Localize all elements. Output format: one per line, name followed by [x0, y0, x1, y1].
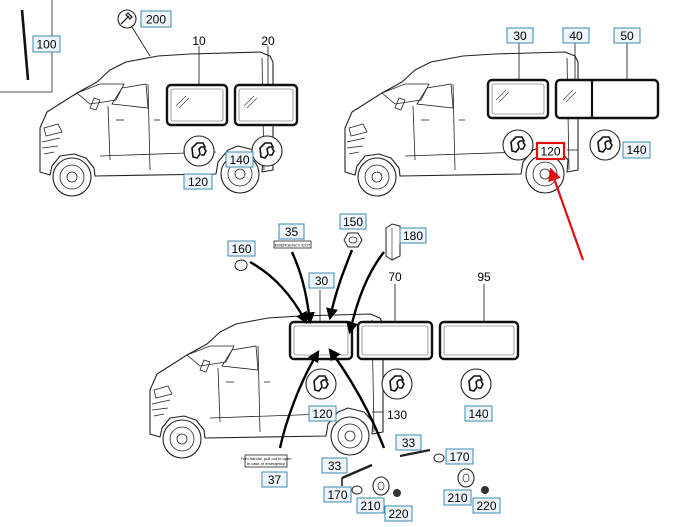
svg-text:180: 180 — [403, 229, 423, 243]
callout-140[interactable]: 140 — [225, 151, 254, 168]
van-top-right — [344, 51, 579, 197]
svg-text:50: 50 — [620, 29, 634, 43]
fuel-icon — [183, 135, 215, 167]
arrow-37 — [278, 349, 320, 449]
fuel-icon — [460, 368, 492, 400]
sticker-text-line1: Turn handle, pull out to open — [241, 456, 292, 461]
callout-40[interactable]: 40 — [562, 27, 590, 44]
clip-part — [343, 232, 363, 248]
grommet-part — [433, 453, 445, 463]
trim-piece — [234, 259, 248, 271]
svg-text:140: 140 — [229, 153, 249, 167]
callout-220[interactable]: 220 — [472, 497, 501, 514]
arrow-160 — [249, 260, 308, 325]
callout-120[interactable]: 120 — [308, 405, 337, 422]
svg-text:140: 140 — [468, 407, 488, 421]
window-20[interactable] — [233, 83, 299, 127]
arrow-hardware — [328, 348, 386, 449]
sticker-text: EMERGENCY EXIT — [275, 243, 311, 248]
window-70[interactable] — [356, 320, 434, 361]
window-30[interactable] — [486, 78, 550, 120]
instruction-sticker — [244, 454, 288, 468]
fuel-icon — [381, 368, 413, 400]
callout-180[interactable]: 180 — [399, 227, 427, 244]
inset-frame — [0, 0, 53, 93]
seal-block-part — [385, 223, 401, 261]
svg-text:120: 120 — [188, 175, 208, 189]
arrow-180 — [346, 251, 385, 335]
svg-text:35: 35 — [285, 225, 299, 239]
svg-text:37: 37 — [268, 473, 282, 487]
view-top-left: 100 200 10 20 120 140 — [0, 0, 299, 197]
emergency-exit-sticker — [273, 240, 312, 249]
fuel-icon — [305, 368, 337, 400]
fuel-icon — [502, 129, 534, 161]
callout-140[interactable]: 140 — [464, 405, 493, 422]
label-130: 130 — [387, 408, 407, 422]
callout-50[interactable]: 50 — [613, 27, 641, 44]
callout-100[interactable]: 100 — [32, 35, 61, 53]
callout-200[interactable]: 200 — [140, 10, 172, 28]
callout-140[interactable]: 140 — [622, 141, 651, 159]
svg-text:160: 160 — [231, 242, 251, 256]
rod-part — [20, 9, 30, 81]
rod-part — [399, 448, 431, 458]
callout-120-highlighted[interactable]: 120 — [535, 141, 566, 161]
callout-150[interactable]: 150 — [339, 213, 367, 230]
svg-text:120: 120 — [540, 145, 560, 159]
svg-text:33: 33 — [402, 436, 416, 450]
callout-120[interactable]: 120 — [183, 173, 213, 190]
window-40-50[interactable] — [554, 78, 660, 120]
label-95: 95 — [477, 270, 491, 284]
callout-220[interactable]: 220 — [384, 505, 413, 522]
svg-text:40: 40 — [569, 29, 583, 43]
svg-text:220: 220 — [388, 507, 408, 521]
svg-text:210: 210 — [447, 491, 467, 505]
window-95[interactable] — [438, 320, 520, 361]
svg-text:33: 33 — [328, 459, 342, 473]
svg-text:210: 210 — [360, 499, 380, 513]
callout-170[interactable]: 170 — [445, 448, 474, 465]
window-10[interactable] — [165, 83, 229, 127]
callout-33[interactable]: 33 — [321, 457, 348, 474]
callout-210[interactable]: 210 — [356, 497, 385, 514]
callout-30[interactable]: 30 — [308, 272, 335, 289]
callout-30[interactable]: 30 — [506, 27, 534, 44]
fuel-icon — [589, 129, 621, 161]
callout-35[interactable]: 35 — [278, 223, 305, 240]
window-30[interactable] — [288, 320, 354, 361]
fuel-icon — [251, 135, 283, 167]
callout-33[interactable]: 33 — [395, 434, 422, 451]
svg-text:170: 170 — [449, 450, 469, 464]
svg-text:170: 170 — [327, 488, 347, 502]
svg-text:30: 30 — [513, 29, 527, 43]
view-bottom: 30 70 95 120 130 140 35 EMERGENCY EXIT 1… — [149, 213, 520, 522]
svg-text:30: 30 — [315, 274, 329, 288]
wrench-icon — [117, 9, 137, 29]
callout-170[interactable]: 170 — [323, 486, 352, 503]
highlight-arrow — [548, 167, 585, 261]
svg-text:220: 220 — [476, 499, 496, 513]
label-70: 70 — [388, 270, 402, 284]
svg-text:140: 140 — [626, 143, 646, 157]
arrow-35 — [290, 251, 315, 325]
arrow-150 — [326, 249, 354, 321]
grommet-part — [351, 485, 363, 495]
label-10: 10 — [192, 34, 206, 48]
rod-part — [341, 463, 373, 480]
svg-text:150: 150 — [343, 215, 363, 229]
knob-part — [457, 468, 489, 494]
view-top-right: 30 40 50 120 140 — [344, 27, 660, 261]
callout-37[interactable]: 37 — [261, 471, 288, 488]
sticker-text-line2: in case of emergency — [247, 461, 285, 466]
callout-210[interactable]: 210 — [443, 489, 472, 506]
svg-text:100: 100 — [36, 38, 56, 52]
callout-160[interactable]: 160 — [227, 240, 256, 257]
knob-part — [372, 476, 401, 497]
label-20: 20 — [261, 34, 275, 48]
leader-200 — [131, 26, 151, 57]
svg-text:200: 200 — [146, 13, 166, 27]
svg-text:120: 120 — [312, 407, 332, 421]
